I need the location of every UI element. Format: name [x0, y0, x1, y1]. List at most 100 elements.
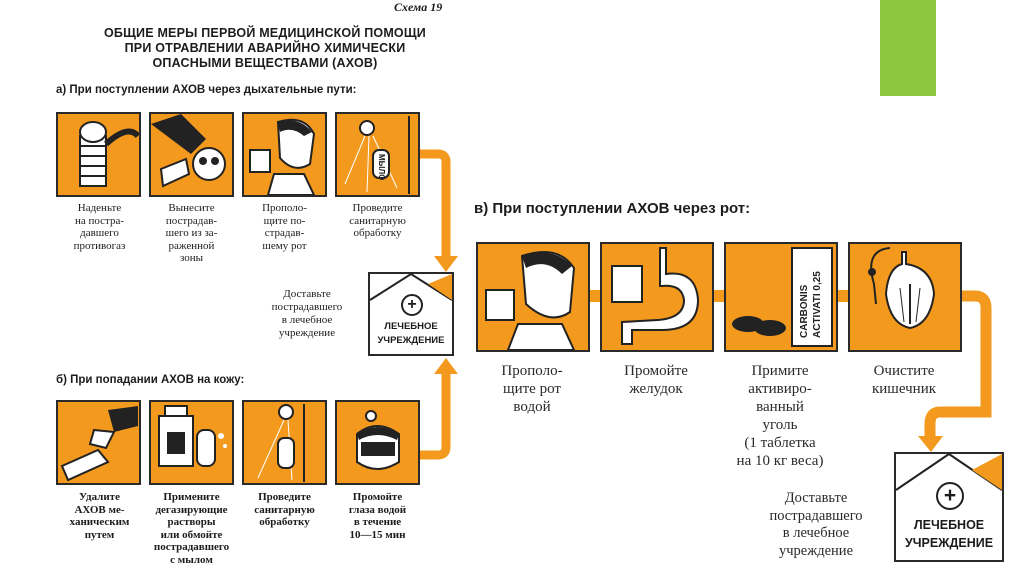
shower-icon [257, 404, 305, 482]
caption-line: страдав- [264, 227, 305, 239]
caption-line: Промойте [624, 363, 688, 379]
rinse-mouth-icon [249, 118, 316, 196]
panel-stomach [600, 242, 714, 352]
hospital-sign-right: + ЛЕЧЕБНОЕ УЧРЕЖДЕНИЕ [894, 452, 1004, 562]
medical-cross-icon: + [936, 482, 964, 510]
caption-line: или обмойте [160, 528, 223, 541]
caption-line: ханическим [69, 516, 130, 528]
hospital-label-line: УЧРЕЖДЕНИЕ [377, 335, 445, 346]
caption-b-4: Промойте глаза водой в течение 10—15 мин [330, 491, 425, 541]
caption-line: глаза водой [348, 503, 407, 516]
caption-line: водой [513, 399, 551, 415]
stomach-glass-icon [611, 247, 700, 345]
caption-b-1: Удалите АХОВ ме- ханическим путем [52, 491, 147, 541]
caption-v-3: Примите активиро- ванный уголь (1 таблет… [718, 362, 842, 470]
section-a-heading: а) При поступлении АХОВ через дыхательны… [56, 84, 357, 96]
roof-icon [369, 272, 453, 301]
caption-line: щите рот [503, 381, 561, 397]
caption-line: шему рот [262, 239, 307, 252]
medical-cross-icon: + [401, 294, 423, 316]
caption-line: раженной [168, 239, 215, 252]
caption-line: Прополо- [501, 363, 563, 379]
deliver-line: в лечебное [782, 525, 850, 541]
caption-line: пострадав- [165, 214, 218, 227]
caption-line: (1 таблетка [744, 435, 816, 451]
caption-line: Промойте [352, 491, 403, 503]
caption-b-3: Проведите санитарную обработку [237, 491, 332, 529]
deliver-line: учреждение [778, 542, 853, 559]
caption-line: в течение [353, 516, 402, 528]
section-b-heading: б) При попадании АХОВ на кожу: [56, 374, 245, 386]
caption-line: уголь [762, 417, 798, 433]
caption-line: пострадавшего [153, 541, 230, 553]
rinse-mouth-icon [485, 251, 576, 351]
page-title: ОБЩИЕ МЕРЫ ПЕРВОЙ МЕДИЦИНСКОЙ ПОМОЩИ ПРИ… [60, 26, 470, 71]
caption-line: противогаз [73, 239, 126, 252]
title-line-1: ОБЩИЕ МЕРЫ ПЕРВОЙ МЕДИЦИНСКОЙ ПОМОЩИ [104, 26, 426, 40]
caption-line: шего из за- [165, 227, 218, 239]
caption-line: Очистите [873, 363, 935, 379]
panel-rinse-mouth [242, 112, 327, 197]
panel-sanitize-a: МЫЛО [335, 112, 420, 197]
caption-b-2: Примените дегазирующие растворы или обмо… [140, 491, 243, 566]
caption-v-4: Очистите кишечник [842, 362, 966, 398]
hospital-label-line: ЛЕЧЕБНОЕ [913, 518, 985, 532]
panel-enema [848, 242, 962, 352]
panel-rinse-mouth-v [476, 242, 590, 352]
caption-line: санитарную [254, 503, 315, 516]
caption-line: Прополо- [262, 202, 307, 214]
caption-line: зоны [179, 252, 204, 264]
caption-line: растворы [167, 516, 216, 528]
caption-a-1: Наденьте на постра- давшего противогаз [52, 202, 147, 252]
caption-line: Проведите [258, 491, 311, 503]
hand-wipe-icon [60, 406, 138, 482]
caption-line: с мылом [170, 553, 213, 566]
soap-label: МЫЛО [377, 154, 386, 181]
hospital-label-line: ЛЕЧЕБНОЕ [384, 321, 438, 332]
deliver-line: пострадавшего [769, 507, 863, 524]
rescue-icon [151, 114, 226, 188]
caption-line: обработку [353, 227, 402, 239]
caption-line: 10—15 мин [349, 528, 406, 541]
caption-a-2: Вынесите пострадав- шего из за- раженной… [144, 202, 239, 265]
caption-line: щите по- [263, 214, 306, 227]
title-line-3: ОПАСНЫМИ ВЕЩЕСТВАМИ (АХОВ) [152, 56, 378, 70]
enema-icon [868, 247, 936, 330]
section-v-heading: в) При поступлении АХОВ через рот: [474, 200, 751, 217]
panel-carry-out [149, 112, 234, 197]
deliver-line: учреждение [278, 327, 336, 339]
bottle-soap-icon [158, 405, 227, 467]
gas-mask-icon [79, 121, 141, 187]
caption-line: ванный [756, 399, 804, 415]
deliver-line: Доставьте [283, 288, 331, 300]
hospital-label: ЛЕЧЕБНОЕ УЧРЕЖДЕНИЕ [896, 516, 1002, 552]
panel-sanitize-b [242, 400, 327, 485]
caption-line: санитарную [349, 214, 406, 227]
caption-line: Вынесите [168, 202, 215, 214]
caption-v-2: Промойте желудок [594, 362, 718, 398]
right-flow-arrows [590, 290, 992, 452]
hospital-label: ЛЕЧЕБНОЕ УЧРЕЖДЕНИЕ [370, 320, 452, 348]
caption-a-4: Проведите санитарную обработку [330, 202, 425, 240]
panel-gas-mask [56, 112, 141, 197]
caption-line: АХОВ ме- [74, 503, 125, 516]
hospital-sign-left: + ЛЕЧЕБНОЕ УЧРЕЖДЕНИЕ [368, 272, 454, 356]
deliver-line: пострадавшего [271, 301, 343, 313]
caption-line: активиро- [748, 381, 812, 397]
panel-rinse-eyes [335, 400, 420, 485]
title-line-2: ПРИ ОТРАВЛЕНИИ АВАРИЙНО ХИМИЧЕСКИ [124, 41, 406, 55]
caption-line: Примите [751, 363, 809, 379]
caption-line: давшего [80, 227, 119, 239]
green-accent-block [880, 0, 936, 96]
wash-eyes-icon [356, 410, 400, 470]
panel-charcoal: CARBONIS ACTIVATI 0,25 [724, 242, 838, 352]
caption-line: дегазирующие [155, 503, 228, 516]
caption-line: кишечник [871, 381, 937, 397]
panel-degas [149, 400, 234, 485]
caption-line: на постра- [74, 214, 125, 227]
panel-remove [56, 400, 141, 485]
caption-line: Наденьте [77, 202, 122, 214]
caption-line: желудок [629, 381, 683, 397]
deliver-text-left: Доставьте пострадавшего в лечебное учреж… [248, 288, 366, 340]
caption-a-3: Прополо- щите по- страдав- шему рот [237, 202, 332, 252]
